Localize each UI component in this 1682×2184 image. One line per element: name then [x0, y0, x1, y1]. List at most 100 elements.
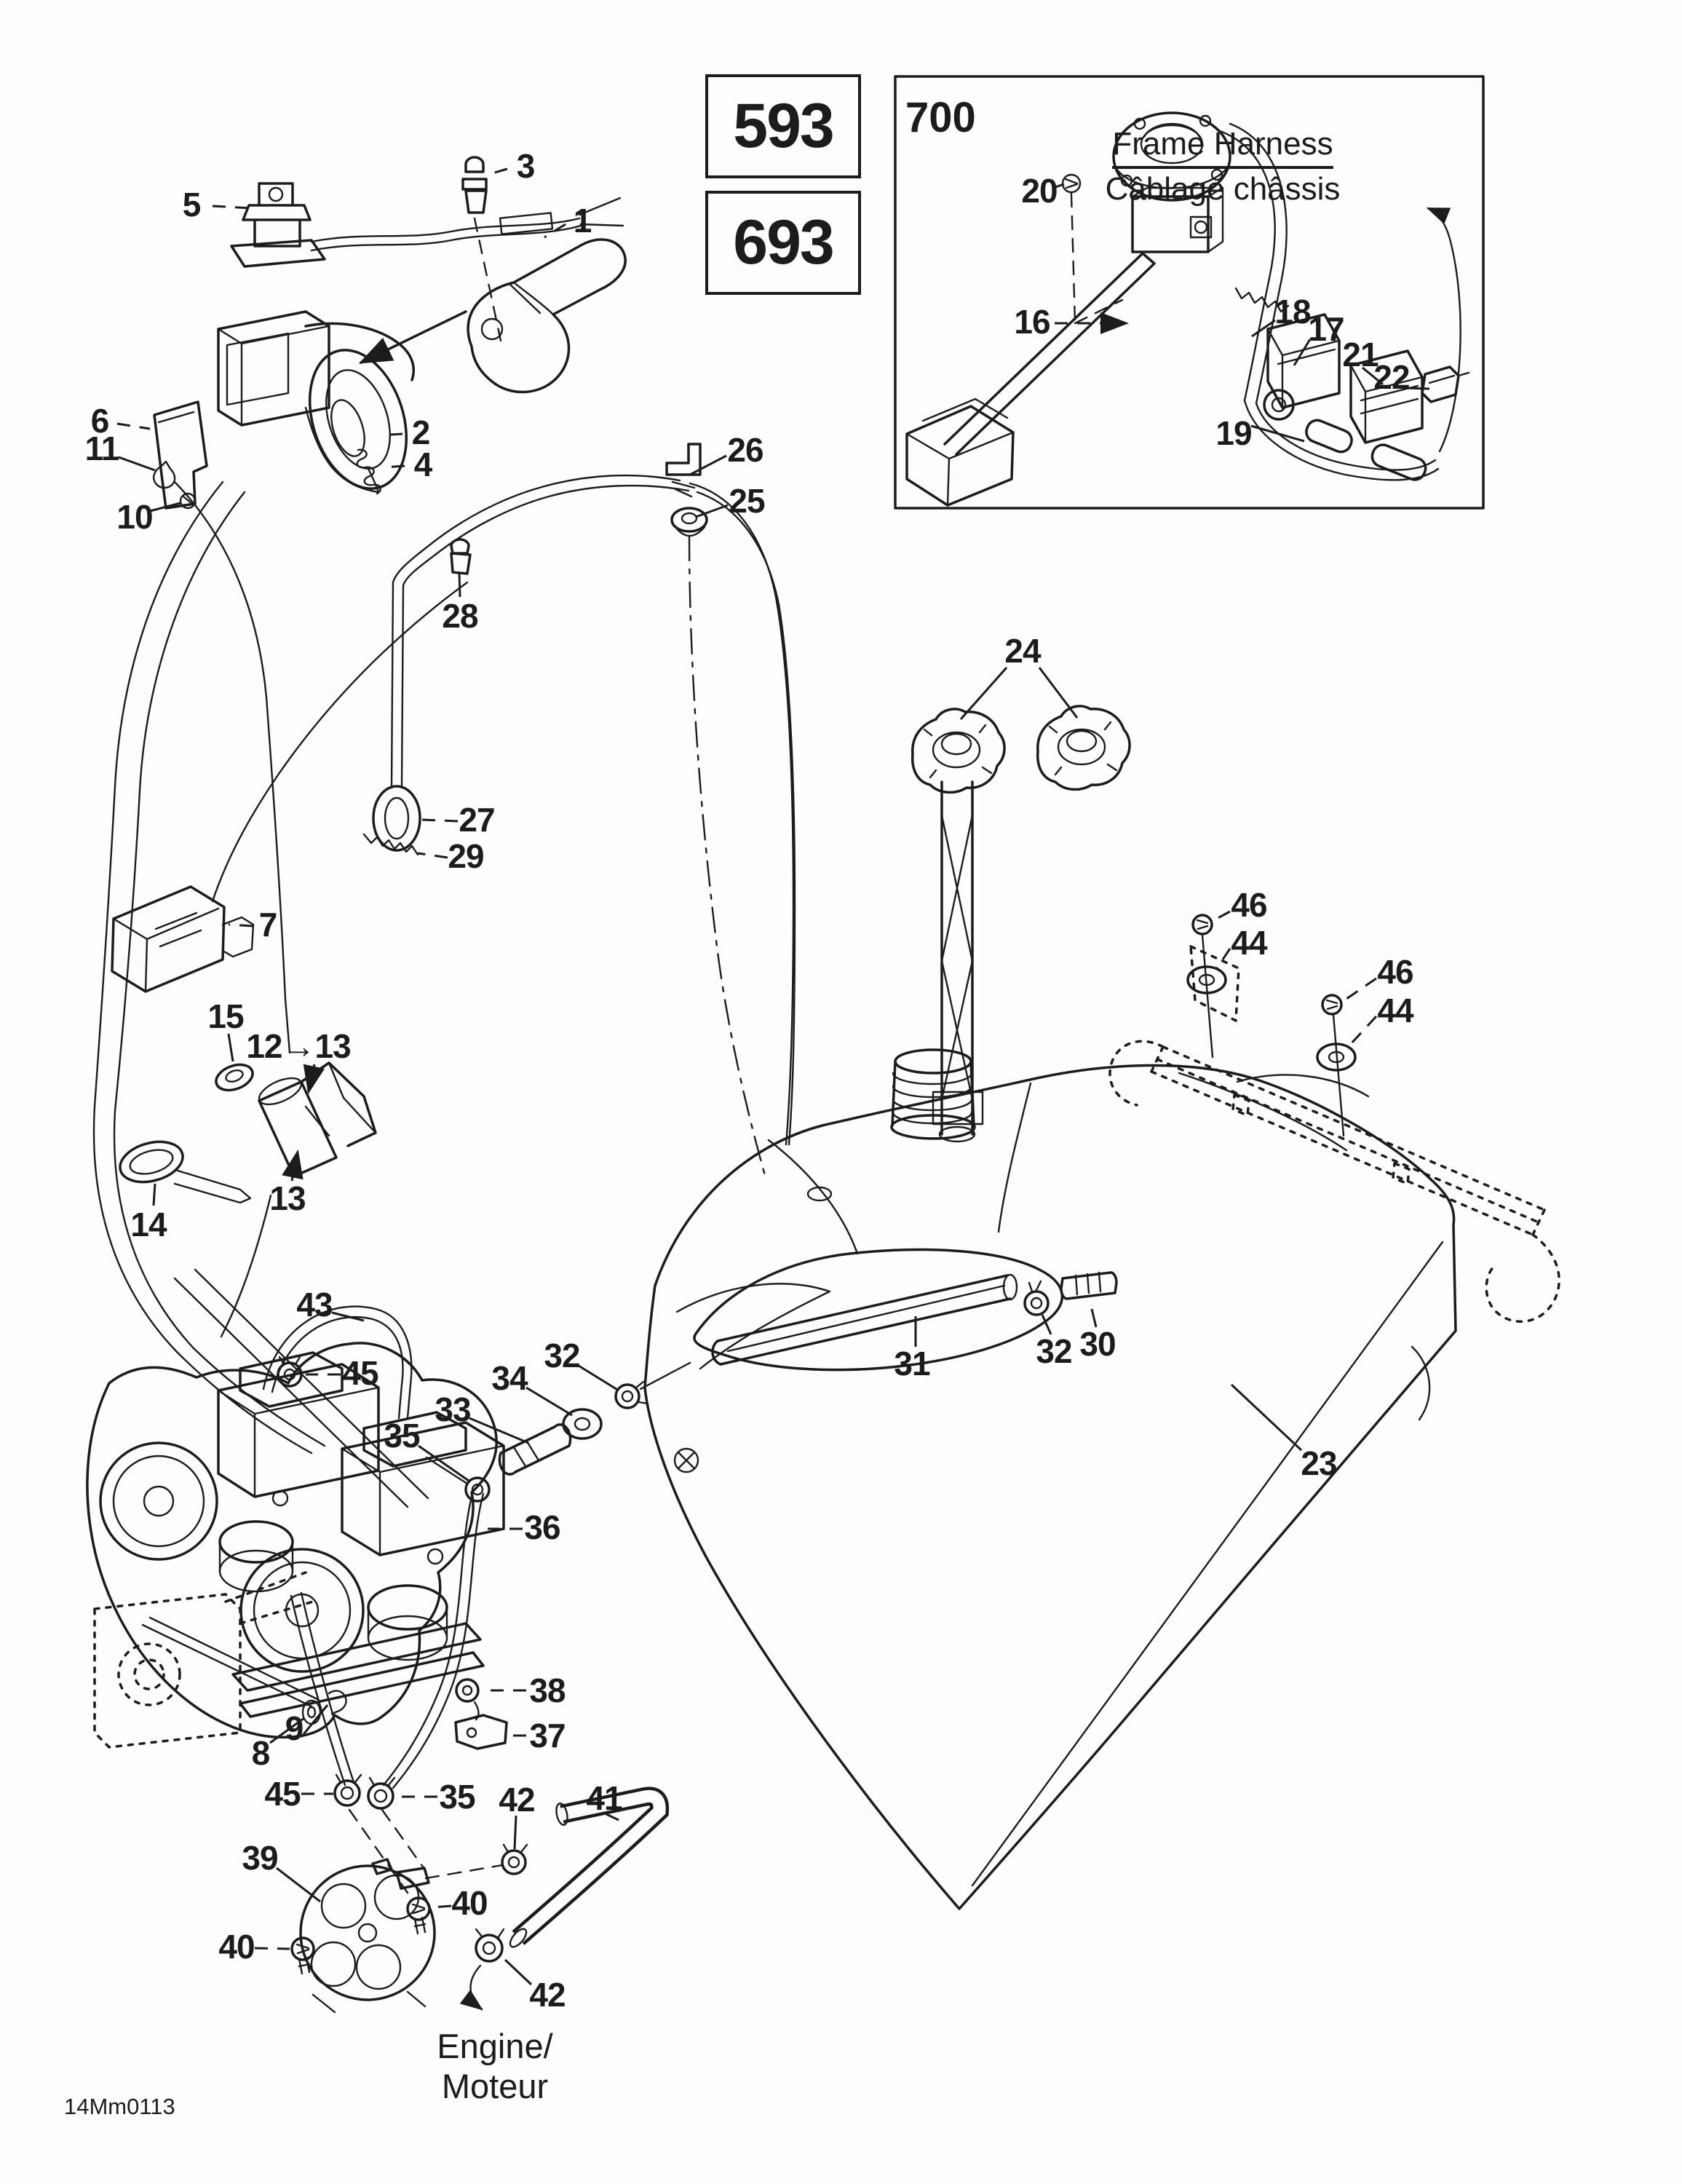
callout-35: 35	[439, 1778, 475, 1816]
leader-line-32	[1041, 1314, 1052, 1335]
fuel-pump-drawing	[290, 1787, 670, 2014]
callout-2: 2	[411, 414, 431, 451]
leader-line-21	[1362, 366, 1384, 386]
callout-33: 33	[435, 1390, 471, 1428]
engine-label-line2: Moteur	[441, 2066, 549, 2105]
callout-21: 21	[1342, 336, 1378, 373]
leader-line-42	[504, 1958, 533, 1986]
callout-16: 16	[1014, 303, 1050, 341]
callout-40: 40	[218, 1928, 255, 1966]
inset-model-number: 700	[905, 94, 976, 141]
callout-36: 36	[524, 1508, 560, 1546]
sender-screw-20	[1061, 173, 1124, 325]
callout-19: 19	[1215, 414, 1252, 452]
leader-line-1	[544, 223, 566, 239]
leader-line-4	[384, 464, 405, 469]
engine-label: Engine/ Moteur	[408, 2027, 582, 2106]
callout-30: 30	[1079, 1325, 1116, 1363]
callout-4: 4	[413, 446, 433, 483]
callout-20: 20	[1021, 172, 1058, 210]
callout-3: 3	[516, 147, 536, 185]
leader-line-34	[525, 1386, 573, 1417]
callout-44: 44	[1231, 924, 1267, 962]
fuel-caps-drawing	[911, 705, 1131, 1143]
inset-700-box	[894, 75, 1485, 510]
frame-harness-drawing	[1218, 122, 1470, 481]
callout-42: 42	[499, 1781, 535, 1819]
callout-32: 32	[544, 1337, 580, 1374]
engine-label-line1: Engine/	[437, 2027, 553, 2065]
leader-line-12→13	[303, 1064, 325, 1094]
callout-43: 43	[296, 1286, 333, 1324]
callout-12→13: 12→13	[246, 1027, 351, 1065]
callout-35: 35	[384, 1417, 420, 1455]
leader-line-15	[227, 1033, 234, 1062]
callout-15: 15	[207, 997, 244, 1035]
callout-34: 34	[491, 1359, 528, 1397]
callout-5: 5	[182, 186, 202, 223]
callout-45: 45	[342, 1354, 378, 1392]
leader-line-33	[469, 1417, 529, 1444]
leader-line-5	[212, 205, 253, 210]
leader-line-6	[116, 422, 151, 430]
callout-46: 46	[1377, 953, 1413, 991]
leader-line-24	[1038, 667, 1079, 719]
callout-29: 29	[448, 837, 484, 875]
leader-line-9	[300, 1704, 329, 1738]
leader-line-23	[1230, 1383, 1303, 1452]
model-number-693: 693	[733, 207, 834, 277]
leader-line-43	[331, 1311, 365, 1322]
callout-1: 1	[573, 202, 592, 240]
callout-26: 26	[727, 431, 763, 469]
callout-7: 7	[258, 906, 278, 943]
leader-line-17	[1293, 339, 1312, 366]
callout-24: 24	[1004, 632, 1041, 670]
leader-line-30	[1090, 1308, 1098, 1328]
document-code: 14Mm0113	[64, 2094, 175, 2119]
fuel-tank-drawing	[643, 1048, 1457, 1910]
callout-38: 38	[529, 1671, 566, 1709]
leader-line-13	[282, 1150, 304, 1182]
callout-37: 37	[529, 1717, 566, 1754]
leader-line-32	[578, 1364, 619, 1392]
callout-11: 11	[84, 430, 120, 467]
leader-line-41	[606, 1813, 619, 1821]
callout-8: 8	[251, 1734, 271, 1772]
callout-28: 28	[442, 597, 478, 635]
leader-line-39	[276, 1867, 321, 1903]
callout-27: 27	[459, 801, 495, 839]
leader-line-44	[1215, 948, 1231, 969]
leader-line-22	[1404, 387, 1430, 390]
callout-10: 10	[116, 498, 153, 536]
leader-line-46	[1346, 977, 1377, 1000]
leader-line-44	[1349, 1015, 1378, 1045]
callout-41: 41	[586, 1779, 622, 1817]
callout-18: 18	[1274, 293, 1311, 331]
leader-line-28	[458, 573, 461, 598]
callout-32: 32	[1036, 1332, 1072, 1370]
callout-17: 17	[1308, 310, 1344, 348]
callout-9: 9	[285, 1709, 304, 1747]
leader-line-3	[487, 167, 508, 176]
leader-line-25	[695, 504, 729, 518]
frame-harness-label-en: Frame Harness	[1112, 128, 1333, 169]
callout-42: 42	[529, 1976, 566, 2014]
callout-23: 23	[1301, 1444, 1337, 1482]
callout-31: 31	[894, 1345, 930, 1382]
leader-line-40	[432, 1904, 452, 1909]
leader-line-2	[379, 432, 403, 437]
frame-rail-drawing	[1108, 914, 1560, 1324]
leader-line-29	[417, 852, 448, 859]
callout-40: 40	[451, 1884, 488, 1922]
leader-line-46	[1210, 910, 1231, 923]
leader-line-40	[254, 1947, 290, 1950]
throttle-switch-assembly	[92, 156, 627, 1455]
callout-6: 6	[90, 402, 110, 440]
leader-line-42	[513, 1815, 517, 1850]
callout-22: 22	[1373, 358, 1410, 396]
model-number-box-593: 593	[705, 74, 861, 178]
leader-line-11	[118, 456, 156, 472]
leader-line-14	[152, 1183, 156, 1206]
leader-lines	[116, 167, 1430, 1986]
